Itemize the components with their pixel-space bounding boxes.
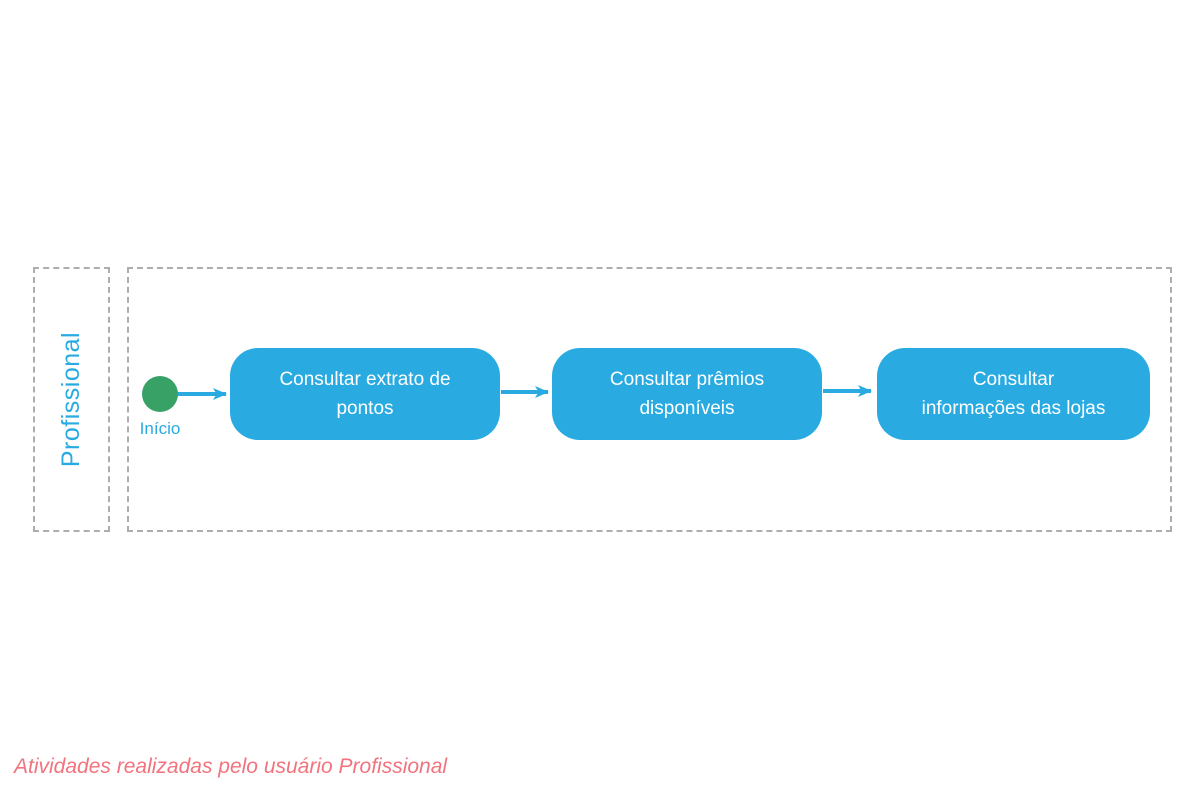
diagram-caption: Atividades realizadas pelo usuário Profi… [14,755,448,778]
activity-label-line: informações das lojas [921,398,1106,419]
activity-label-line: Consultar [972,369,1055,390]
activity-consultar-premios-disponiveis: Consultar prêmios disponíveis [552,348,822,440]
start-node-icon [142,376,178,412]
swimlane-label: Profissional [57,331,86,468]
activity-label-line: Consultar prêmios [609,369,765,390]
activity-label-line: Consultar extrato de [279,369,451,390]
swimlane-header: Profissional [33,267,110,532]
activity-consultar-informacoes-das-lojas: Consultar informações das lojas [877,348,1150,440]
activity-label-line: disponíveis [639,398,735,419]
activity-label-line: pontos [336,398,394,419]
start-node-label: Início [139,419,181,438]
activity-consultar-extrato-de-pontos: Consultar extrato de pontos [230,348,500,440]
swimlane-body [127,267,1172,532]
